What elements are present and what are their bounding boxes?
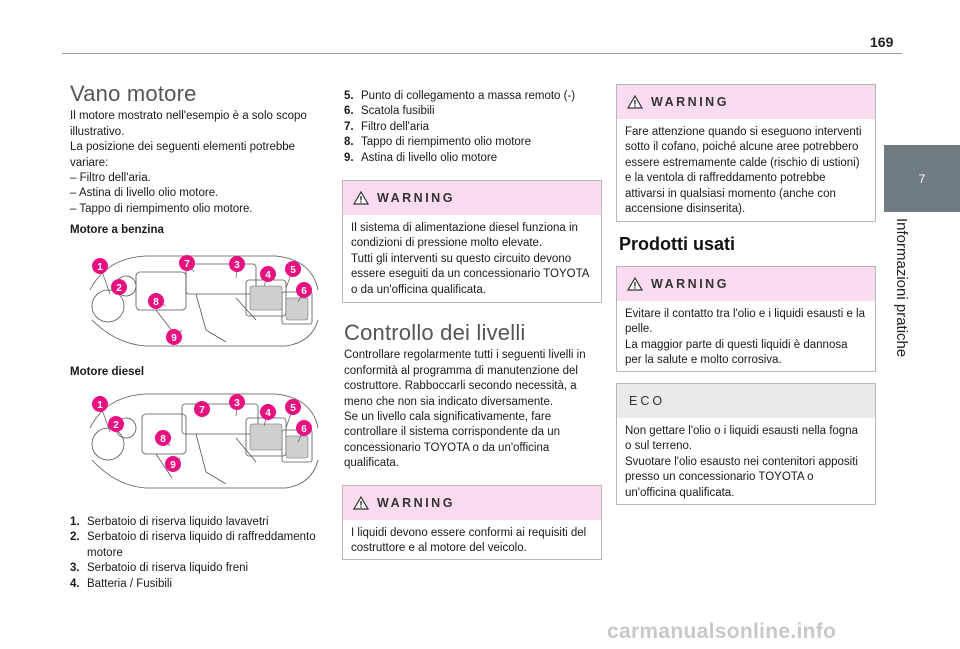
- warning-title: WARNING: [651, 277, 729, 291]
- callout-marker-9: [165, 456, 181, 472]
- callout-label-5: 5: [290, 403, 296, 414]
- callout-marker-6: [296, 282, 312, 298]
- callout-marker-9: [166, 329, 182, 345]
- eco-box: ECO Non gettare l'olio o i liquidi esaus…: [616, 383, 876, 505]
- callout-label-5: 5: [290, 265, 296, 276]
- list-item: 9.Astina di livello olio motore: [344, 151, 498, 164]
- callout-label-2: 2: [113, 420, 119, 431]
- intro-line-2: La posizione dei seguenti elementi potre…: [70, 141, 296, 169]
- chapter-tab[interactable]: 7: [884, 145, 960, 212]
- list-item: 8.Tappo di riempimento olio motore: [344, 136, 532, 149]
- callout-marker-7: [179, 255, 195, 271]
- callout-marker-3: [229, 256, 245, 272]
- callout-marker-4: [260, 404, 276, 420]
- warning-header: WARNING: [617, 267, 875, 301]
- petrol-engine-illustration: 1 2 3 4 56 7 8 9: [89, 255, 319, 347]
- warning-box-fluids: WARNING I liquidi devono essere conformi…: [342, 485, 602, 560]
- watermark: carmanualsonline.info: [607, 620, 837, 643]
- callout-label-1: 1: [97, 400, 103, 411]
- callout-label-6: 6: [301, 286, 307, 297]
- warning-text: Il sistema di alimentazione diesel funzi…: [351, 222, 589, 296]
- intro-item-oil-cap: – Tappo di riempimento olio motore.: [70, 202, 253, 215]
- section-title-engine-bay: Vano motore: [70, 81, 197, 106]
- list-item: 4.Batteria / Fusibili: [70, 577, 173, 590]
- diesel-heading-wrap: Motore diesel: [70, 365, 332, 380]
- callout-label-4: 4: [265, 270, 271, 281]
- header-rule: [62, 53, 902, 54]
- warning-title: WARNING: [377, 191, 455, 205]
- callout-marker-4: [260, 266, 276, 282]
- components-list-2: 5.Punto di collegamento a massa remoto (…: [344, 89, 602, 166]
- eco-text: Non gettare l'olio o i liquidi esausti n…: [625, 425, 858, 499]
- warning-triangle-icon: [353, 496, 369, 510]
- callout-label-8: 8: [160, 434, 166, 445]
- list-item: 2.Serbatoio di riserva liquido di raffre…: [70, 531, 316, 559]
- list-item: 1.Serbatoio di riserva liquido lavavetri: [70, 516, 269, 528]
- callout-label-8: 8: [153, 297, 159, 308]
- intro-line-1: Il motore mostrato nell'esempio è a solo…: [70, 110, 307, 138]
- callout-marker-3: [229, 394, 245, 410]
- warning-text: Fare attenzione quando si eseguono inter…: [625, 126, 862, 216]
- levels-section: Controllo dei livelli Controllare regola…: [344, 320, 600, 472]
- callout-marker-5: [285, 261, 301, 277]
- callout-label-6: 6: [301, 424, 307, 435]
- levels-text: Controllare regolarmente tutti i seguent…: [344, 349, 586, 470]
- eco-header: ECO: [617, 384, 875, 418]
- section-title-levels: Controllo dei livelli: [344, 320, 526, 345]
- intro-item-air-filter: – Filtro dell'aria.: [70, 172, 151, 185]
- warning-header: WARNING: [343, 486, 601, 520]
- callout-marker-7: [194, 401, 210, 417]
- callout-marker-8: [155, 430, 171, 446]
- callout-label-3: 3: [234, 398, 240, 409]
- warning-box-diesel: WARNING Il sistema di alimentazione dies…: [342, 180, 602, 303]
- products-section: Prodotti usati: [619, 234, 875, 254]
- callout-marker-8: [148, 293, 164, 309]
- warning-title: WARNING: [651, 95, 729, 109]
- column-engine-bay: Vano motore Il motore mostrato nell'esem…: [70, 81, 332, 239]
- list-item: 6.Scatola fusibili: [344, 105, 435, 118]
- callout-label-4: 4: [265, 408, 271, 419]
- callout-label-9: 9: [170, 460, 176, 471]
- warning-triangle-icon: [627, 95, 643, 109]
- chapter-number: 7: [918, 171, 926, 186]
- eco-title: ECO: [629, 394, 666, 408]
- chapter-side-label: Informazioni pratiche: [885, 218, 925, 368]
- list-item: 5.Punto di collegamento a massa remoto (…: [344, 90, 576, 102]
- callout-marker-1: [92, 258, 108, 274]
- chapter-title: Informazioni pratiche: [893, 218, 910, 358]
- warning-title: WARNING: [377, 496, 455, 510]
- callout-marker-2: [108, 416, 124, 432]
- callout-marker-2: [111, 279, 127, 295]
- section-title-products: Prodotti usati: [619, 234, 735, 254]
- petrol-engine-heading: Motore a benzina: [70, 224, 164, 237]
- callout-label-9: 9: [171, 333, 177, 344]
- warning-header: WARNING: [343, 181, 601, 215]
- list-item: 7.Filtro dell'aria: [344, 120, 430, 133]
- callout-marker-5: [285, 399, 301, 415]
- warning-box-hot-parts: WARNING Fare attenzione quando si eseguo…: [616, 84, 876, 222]
- warning-text: I liquidi devono essere conformi ai requ…: [351, 527, 587, 555]
- components-list-1: 1.Serbatoio di riserva liquido lavavetri…: [70, 515, 332, 592]
- page-number: 169: [870, 34, 894, 50]
- callout-label-1: 1: [97, 262, 103, 273]
- callout-label-3: 3: [234, 260, 240, 271]
- callout-label-7: 7: [184, 259, 190, 270]
- callout-marker-6: [296, 420, 312, 436]
- warning-triangle-icon: [627, 277, 643, 291]
- callout-label-7: 7: [199, 405, 205, 416]
- warning-box-skin-contact: WARNING Evitare il contatto tra l'olio e…: [616, 266, 876, 372]
- warning-header: WARNING: [617, 85, 875, 119]
- callout-label-2: 2: [116, 283, 122, 294]
- intro-item-dipstick: – Astina di livello olio motore.: [70, 187, 219, 200]
- warning-triangle-icon: [353, 191, 369, 205]
- callout-marker-1: [92, 396, 108, 412]
- list-item: 3.Serbatoio di riserva liquido freni: [70, 562, 249, 575]
- diesel-engine-heading: Motore diesel: [70, 366, 145, 378]
- warning-text: Evitare il contatto tra l'olio e i liqui…: [625, 308, 865, 367]
